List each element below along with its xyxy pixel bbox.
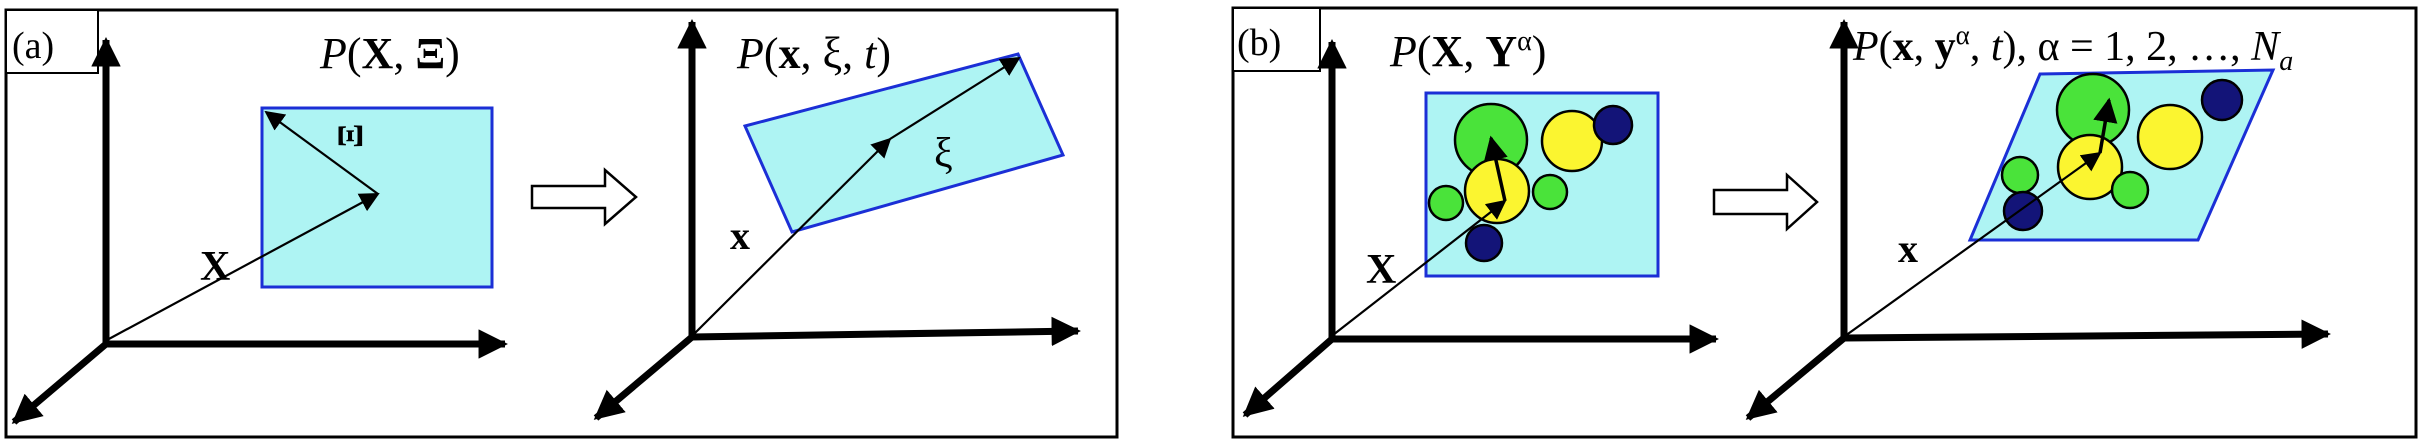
panel-a-tag: (a) [12, 25, 54, 67]
title-b-right: P(x, yα, t), α = 1, 2, …, Na [1852, 20, 2293, 77]
vector-Xi-label: Ξ [330, 124, 370, 148]
vector-X-arrow-b [1332, 199, 1507, 336]
particle-navy [1464, 223, 1504, 263]
phase-space-box-b-right [1967, 68, 2276, 242]
particle-green-small [2110, 170, 2150, 210]
title-b-left: P(X, Yα) [1389, 26, 1546, 76]
axis-diagonal [11, 341, 109, 425]
particle-green-small [2000, 155, 2040, 195]
transition-arrow-a [530, 167, 638, 227]
vector-x-arrow [692, 137, 892, 336]
particle-yellow [2136, 103, 2204, 171]
vector-Y-arrow-b [1483, 135, 1508, 202]
vector-Xi-arrow [264, 110, 379, 195]
axes-a-left [11, 37, 508, 425]
particles-b-right [2000, 72, 2244, 232]
vector-y-arrow-b [2093, 97, 2118, 154]
vector-X-label: X [200, 244, 230, 290]
panel-a-tag-box [5, 9, 99, 74]
phase-space-box-a-right [742, 52, 1066, 234]
panel-b-frame [1231, 6, 2418, 439]
panel-a: (a) X Ξ P(X, Ξ) x ξ P(x, ξ, t) [4, 8, 1119, 439]
panel-b-tag: (b) [1237, 22, 1281, 64]
particle-navy [1592, 104, 1634, 146]
title-a-left: P(X, Ξ) [319, 29, 460, 78]
vector-xi-label: ξ [934, 131, 953, 177]
vector-xi-arrow [889, 56, 1021, 140]
particle-green-small [1531, 173, 1569, 211]
vector-X-arrow [106, 193, 380, 341]
axes-b-left [1242, 39, 1719, 418]
vector-x-label-b: x [1898, 226, 1918, 271]
particle-yellow [1540, 109, 1604, 173]
vector-x-label: x [730, 213, 750, 258]
axes-b-right [1745, 19, 2331, 421]
vector-x-arrow-b [1844, 151, 2102, 337]
transition-arrow-b [1712, 172, 1819, 232]
particle-green-small [1427, 184, 1465, 222]
title-a-right: P(x, ξ, t) [736, 29, 891, 78]
panel-a-frame [4, 8, 1119, 439]
vector-X-label-b: X [1366, 247, 1396, 293]
panel-b: (b) X P(X, Yα) [1231, 6, 2418, 439]
axes-a-right [593, 19, 1081, 421]
particle-navy [2200, 78, 2244, 122]
